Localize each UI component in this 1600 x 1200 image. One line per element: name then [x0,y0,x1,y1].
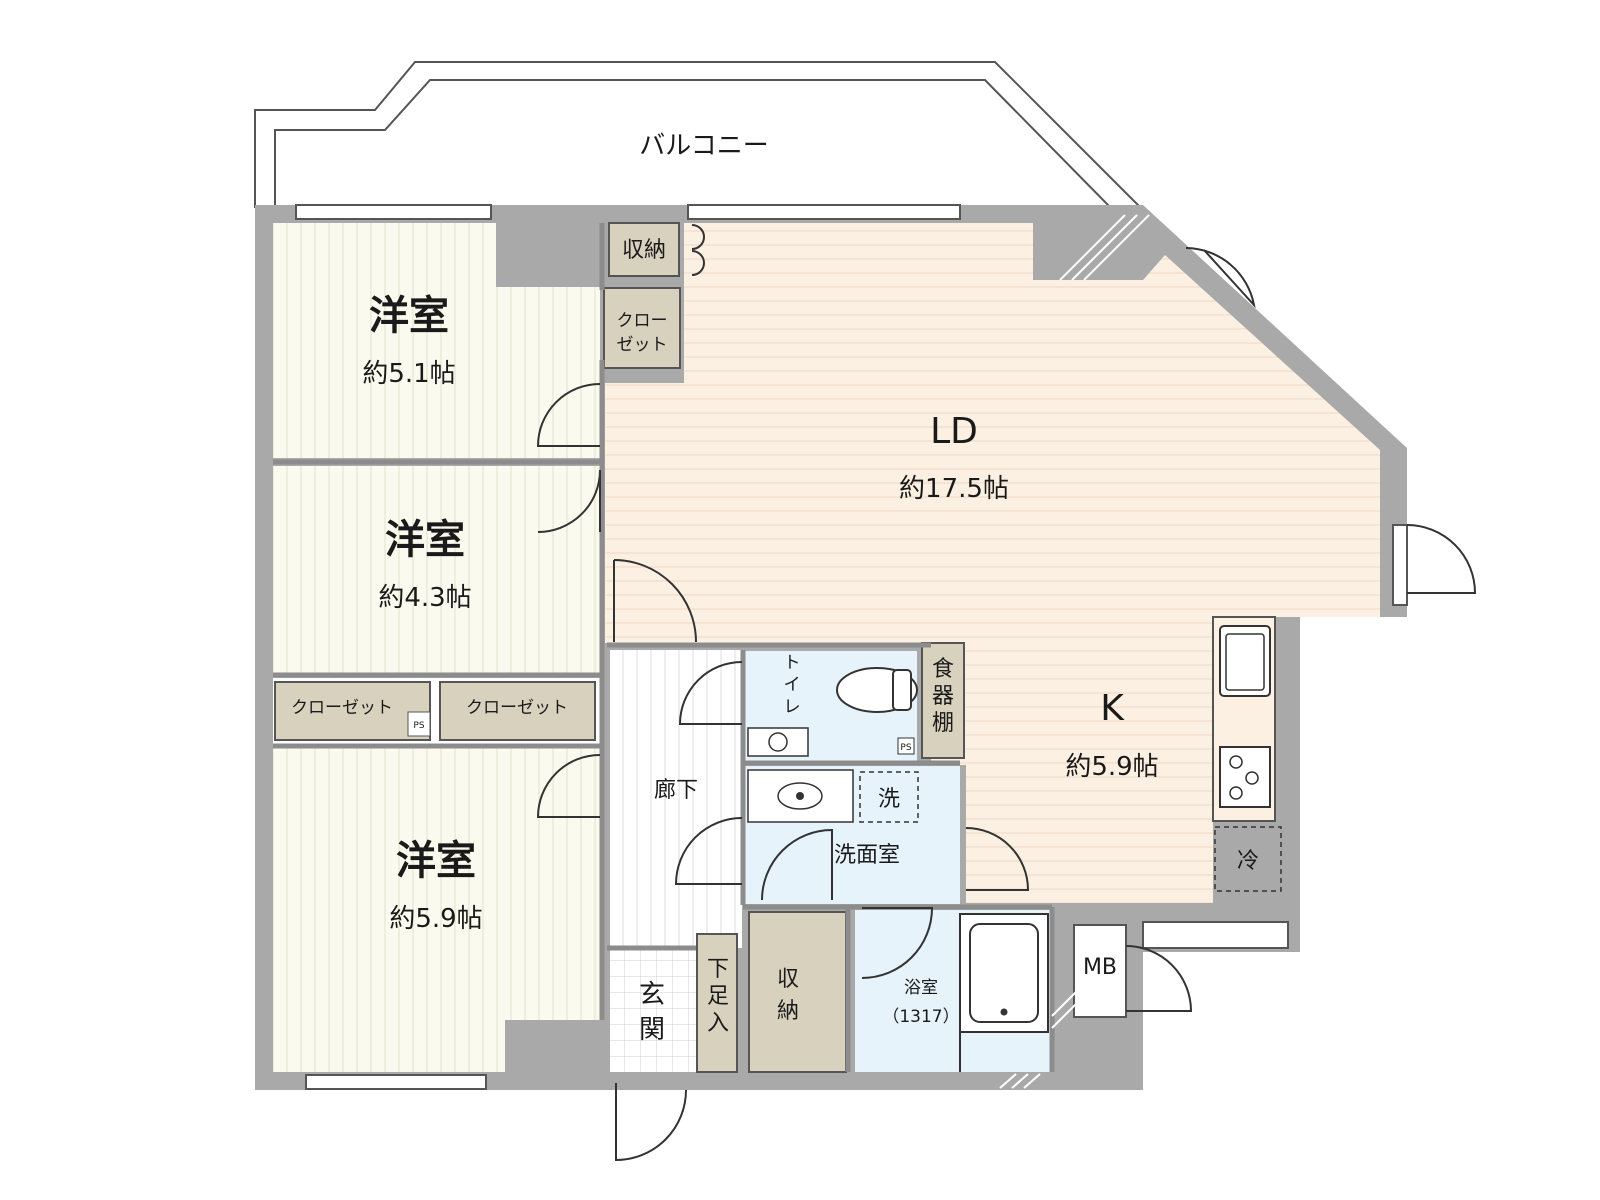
toilet-label-3: レ [784,697,801,717]
storage-middle [748,911,847,1073]
entrance [610,950,696,1072]
bath-label: 浴室 [904,978,938,998]
western-room-1 [273,223,600,458]
toilet-label-2: イ [784,675,801,695]
interior-walls [273,223,1055,1072]
ld-label: LD [930,411,978,452]
entrance-label-1: 玄 [639,980,665,1010]
room2-label: 洋室 [385,517,465,563]
windows [295,204,1408,1090]
mb-meter-box [1073,921,1289,1018]
balcony-label: バルコニー [639,131,768,161]
bathroom [855,910,1052,1072]
kitchen-counter [1212,616,1282,892]
room1-size: 約5.1帖 [362,359,455,389]
bath-size: （1317） [882,1007,959,1027]
fridge-label: 冷 [1237,849,1259,874]
room1-label: 洋室 [369,293,449,339]
ps-label: PS [413,721,424,731]
mb-label: MB [1083,955,1117,980]
shoe-label-1: 下 [707,957,729,982]
hallway-label: 廊下 [654,778,698,803]
western-room-2 [273,466,600,673]
pantry-label-3: 棚 [932,711,954,736]
pantry-label-1: 食 [932,657,954,682]
hallway [610,650,742,948]
shoe-label-3: 入 [707,1011,729,1036]
closet-left-label: クローゼット [291,698,393,718]
washer-label: 洗 [878,787,900,812]
storage-mid-label-1: 収 [777,967,799,992]
storage-top-label: 収納 [622,238,666,263]
pantry-label-2: 器 [932,684,954,709]
doors [536,224,1477,1162]
washroom-label: 洗面室 [834,843,900,868]
room2-size: 約4.3帖 [378,583,471,613]
shoe-label-2: 足 [707,984,729,1009]
storage-mid-label-2: 納 [777,999,799,1024]
ps2-label: PS [900,743,911,753]
ldk-floor [605,223,1380,903]
western-room-3 [273,747,600,1072]
closet-top-label-2: ゼット [617,335,668,355]
closet-right-label: クローゼット [466,698,568,718]
room3-size: 約5.9帖 [389,904,482,934]
ld-size: 約17.5帖 [899,474,1009,504]
pantry-shelf [921,642,965,759]
washroom [745,766,960,904]
closet-top [603,287,681,369]
shoe-storage [696,933,738,1073]
storage-top [608,222,680,277]
wall-hatching [999,214,1150,1089]
closet-band [273,678,600,744]
closet-top-label-1: クロー [617,311,668,331]
room3-label: 洋室 [396,838,476,884]
toilet-room [745,651,918,761]
entrance-label-2: 関 [639,1015,665,1045]
k-label: K [1100,688,1125,729]
toilet-label-1: ト [784,653,801,673]
k-size: 約5.9帖 [1065,752,1158,782]
